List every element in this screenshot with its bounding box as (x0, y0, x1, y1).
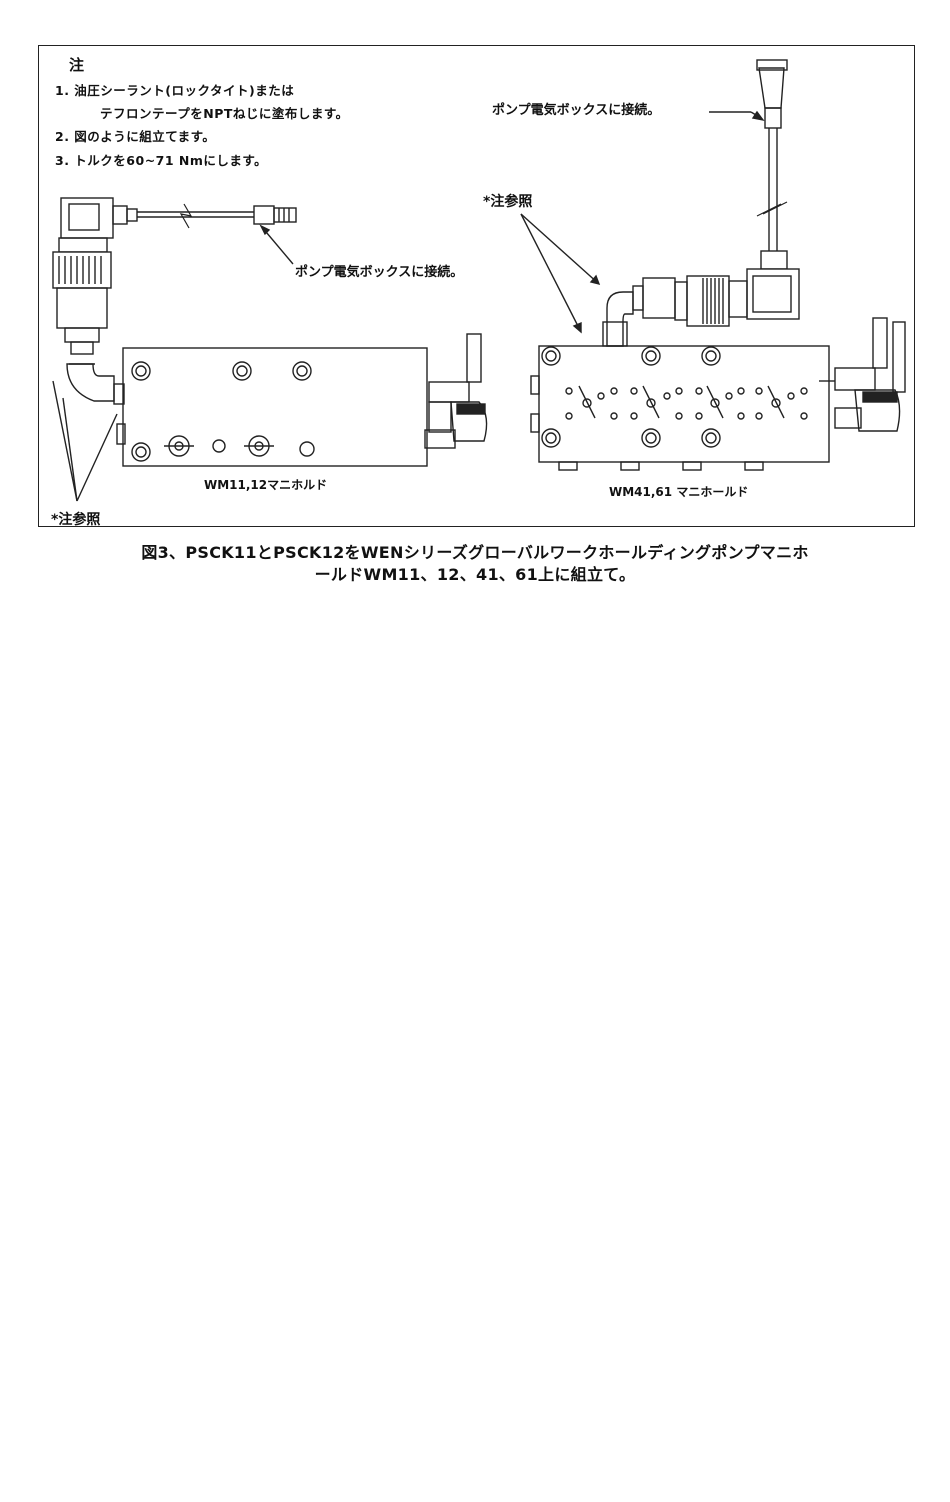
callout-pump-box-right: ポンプ電気ボックスに接続。 (492, 99, 660, 118)
manifold-block-right (531, 346, 829, 470)
manifold-label-left: WM11,12マニホルド (204, 476, 327, 493)
note-item: 1. 油圧シーラント(ロックタイト)または (55, 80, 294, 99)
note-item: 2. 図のように組立てます。 (55, 126, 215, 145)
elbow-fitting-icon (603, 292, 633, 346)
callout-see-note-left: *注参照 (51, 509, 100, 529)
valve-handle-icon (425, 334, 487, 448)
figure-frame: 注 1. 油圧シーラント(ロックタイト)または テフロンテープをNPTねじに塗布… (38, 45, 915, 527)
elbow-fitting-icon (67, 364, 124, 404)
cable-connector-icon (757, 60, 787, 251)
note-item: 3. トルクを60~71 Nmにします。 (55, 150, 267, 169)
valve-handle-icon (819, 318, 905, 431)
figure-caption: 図3、PSCK11とPSCK12をWENシリーズグローバルワークホールディングポ… (60, 542, 890, 586)
figure-caption-line: ールドWM11、12、41、61上に組立て。 (60, 564, 890, 586)
figure-caption-line: 図3、PSCK11とPSCK12をWENシリーズグローバルワークホールディングポ… (60, 542, 890, 564)
pressure-switch-icon (633, 251, 799, 326)
notes-title: 注 (69, 54, 84, 75)
manifold-block-left (117, 348, 427, 466)
pressure-switch-icon (53, 198, 296, 354)
callout-pump-box-left: ポンプ電気ボックスに接続。 (295, 261, 463, 280)
note-item: テフロンテープをNPTねじに塗布します。 (100, 103, 349, 122)
callout-see-note-right: *注参照 (483, 191, 532, 211)
manifold-label-right: WM41,61 マニホールド (609, 483, 748, 500)
